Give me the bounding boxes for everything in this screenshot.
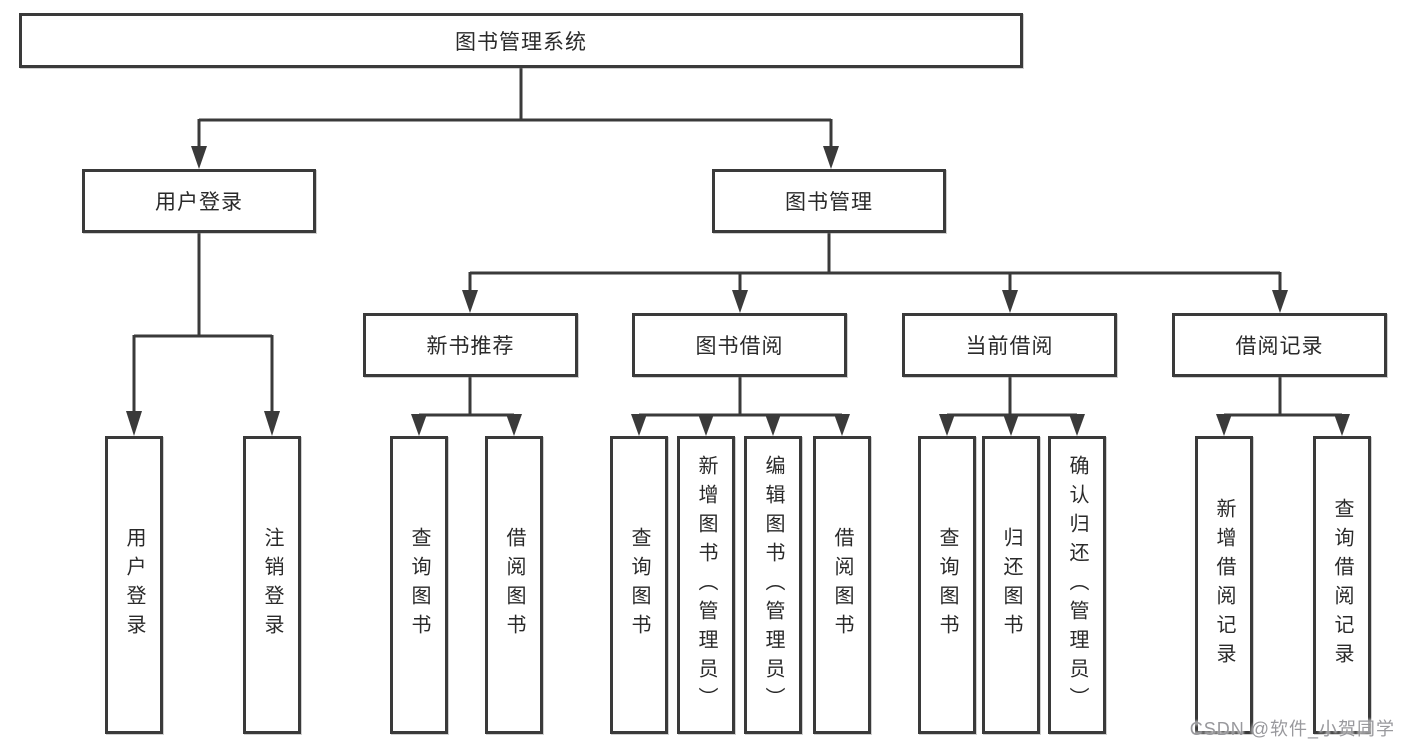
leaf-confirm-return-admin: 确认归还（管理员）: [1048, 436, 1106, 734]
node-new-book-recommend: 新书推荐: [363, 313, 578, 377]
leaf-add-book-admin: 新增图书（管理员）: [677, 436, 735, 734]
leaf-user-login: 用户登录: [105, 436, 163, 734]
leaf-edit-book-admin: 编辑图书（管理员）: [744, 436, 802, 734]
leaf-query-book-recommend-label: 查询图书: [408, 527, 430, 643]
arrow-down-icon: [411, 414, 427, 436]
arrowheads: [126, 146, 1350, 436]
node-book-management-label: 图书管理: [785, 191, 873, 214]
arrow-down-icon: [834, 414, 850, 436]
leaf-query-borrow-record-label: 查询借阅记录: [1331, 498, 1353, 672]
leaf-query-book-borrow-label: 查询图书: [628, 527, 650, 643]
leaf-query-borrow-record: 查询借阅记录: [1313, 436, 1371, 734]
node-current-borrow-label: 当前借阅: [965, 335, 1054, 358]
node-book-borrow: 图书借阅: [632, 313, 847, 377]
leaf-confirm-return-admin-label: 确认归还（管理员）: [1066, 454, 1088, 716]
leaf-add-borrow-record: 新增借阅记录: [1195, 436, 1253, 734]
arrow-down-icon: [462, 290, 478, 313]
arrow-down-icon: [264, 411, 280, 436]
node-user-login-label: 用户登录: [155, 191, 243, 214]
leaf-add-book-admin-label: 新增图书（管理员）: [695, 454, 717, 716]
arrow-down-icon: [732, 290, 748, 313]
node-root-label: 图书管理系统: [455, 30, 587, 54]
leaf-borrow-book: 借阅图书: [813, 436, 871, 734]
leaf-edit-book-admin-label: 编辑图书（管理员）: [762, 454, 784, 716]
leaf-borrow-book-recommend: 借阅图书: [485, 436, 543, 734]
arrow-down-icon: [191, 146, 207, 169]
leaf-query-book-current: 查询图书: [918, 436, 976, 734]
arrow-down-icon: [1003, 414, 1019, 436]
node-user-login: 用户登录: [82, 169, 316, 233]
leaf-user-login-label: 用户登录: [123, 527, 145, 643]
arrow-down-icon: [939, 414, 955, 436]
arrow-down-icon: [1002, 290, 1018, 313]
leaf-return-book: 归还图书: [982, 436, 1040, 734]
arrow-down-icon: [1069, 414, 1085, 436]
leaf-add-borrow-record-label: 新增借阅记录: [1213, 498, 1235, 672]
leaf-return-book-label: 归还图书: [1000, 527, 1022, 643]
leaf-borrow-book-recommend-label: 借阅图书: [503, 527, 525, 643]
arrow-down-icon: [1216, 414, 1232, 436]
node-current-borrow: 当前借阅: [902, 313, 1117, 377]
arrow-down-icon: [1272, 290, 1288, 313]
node-borrow-record: 借阅记录: [1172, 313, 1387, 377]
node-book-management: 图书管理: [712, 169, 946, 233]
arrow-down-icon: [631, 414, 647, 436]
leaf-borrow-book-label: 借阅图书: [831, 527, 853, 643]
node-borrow-record-label: 借阅记录: [1235, 335, 1324, 358]
arrow-down-icon: [506, 414, 522, 436]
leaf-query-book-borrow: 查询图书: [610, 436, 668, 734]
arrow-down-icon: [1334, 414, 1350, 436]
csdn-watermark: CSDN @软件_小贺同学: [1189, 719, 1395, 739]
leaf-query-book-current-label: 查询图书: [936, 527, 958, 643]
arrow-down-icon: [823, 146, 839, 169]
arrow-down-icon: [698, 414, 714, 436]
leaf-logout-label: 注销登录: [261, 527, 283, 643]
leaf-query-book-recommend: 查询图书: [390, 436, 448, 734]
arrow-down-icon: [765, 414, 781, 436]
arrow-down-icon: [126, 411, 142, 436]
node-book-borrow-label: 图书借阅: [695, 335, 784, 358]
node-new-book-recommend-label: 新书推荐: [426, 335, 515, 358]
leaf-logout: 注销登录: [243, 436, 301, 734]
node-root-system: 图书管理系统: [19, 13, 1023, 68]
